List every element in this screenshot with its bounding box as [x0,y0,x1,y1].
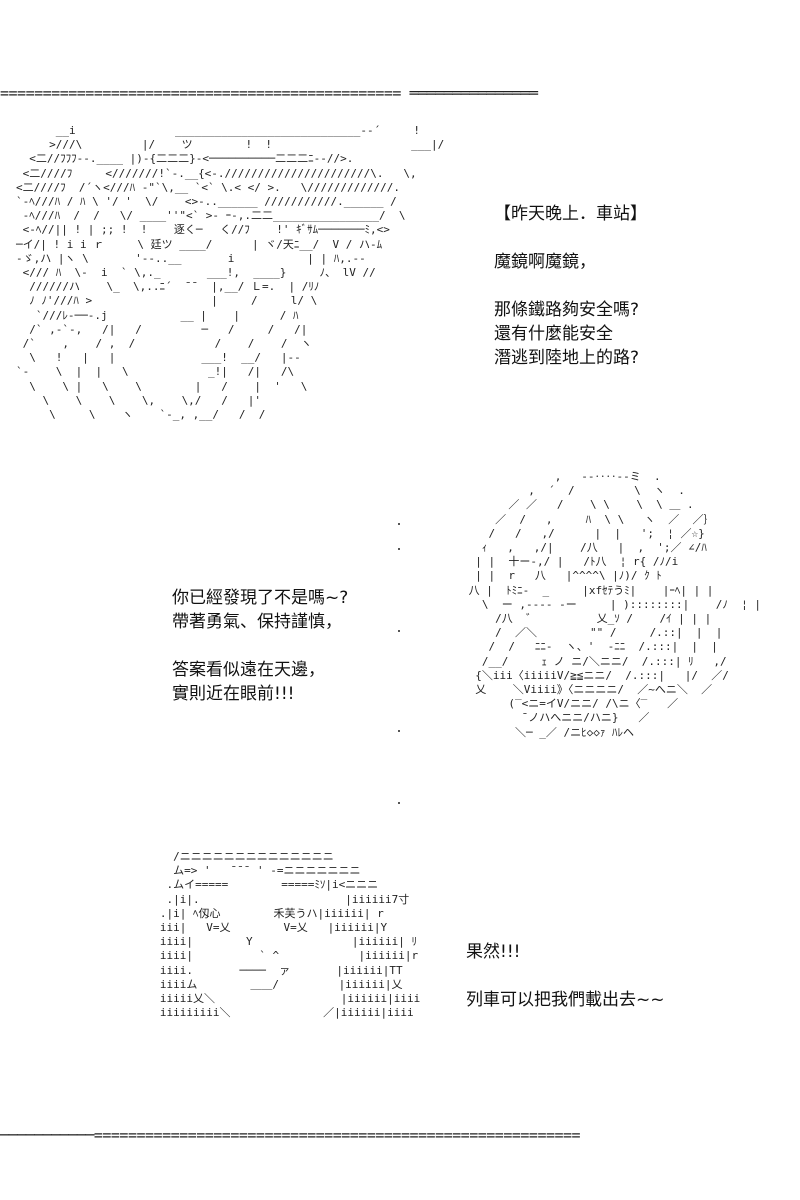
dot-mark [398,802,400,804]
scene-text-block: 【昨天晚上．車站】 魔鏡啊魔鏡， 那條鐵路夠安全嗎? 還有什麼能安全 潛逃到陸地… [494,202,647,370]
mirror-reply-line: 答案看似遠在天邊， [172,660,325,680]
dot-mark [398,548,400,550]
scene-line: 魔鏡啊魔鏡， [494,252,596,272]
mirror-reply-block: 你已經發現了不是嗎~? 帶著勇氣、保持謹慎， 答案看似遠在天邊， 實則近在眼前!… [172,586,348,706]
top-divider: ========================================… [0,84,538,102]
conclusion-block: 果然!!! 列車可以把我們載出去~~ [466,940,665,1012]
scene-line: 還有什麼能安全 [494,324,613,344]
ascii-art-third-character: /ニニニニニニニニニニニニニニ ム=> ' ̄ ̄ ̄ ' -=ニニニニニニニ … [159,850,421,1020]
dot-mark [398,630,400,632]
ascii-art-character-glasses: __i ____________________________-‐´ ! >/… [16,124,445,422]
conclusion-line: 果然!!! [466,942,521,962]
mirror-reply-line: 實則近在眼前!!! [172,684,295,704]
bottom-divider: ───────────=============================… [0,1126,581,1144]
ascii-art-mirror-figure: , ‐-‥‥--ミ . , ´ / \ ヽ . ／ ／ / \ \ \ \ ＿ … [468,470,762,739]
dot-mark [398,523,400,525]
scene-line: 潛逃到陸地上的路? [494,348,640,368]
scene-caption: 【昨天晚上．車站】 [494,204,647,224]
mirror-reply-line: 你已經發現了不是嗎~? [172,588,349,608]
dot-mark [398,730,400,732]
mirror-reply-line: 帶著勇氣、保持謹慎， [172,612,342,632]
scene-line: 那條鐵路夠安全嗎? [494,300,640,320]
conclusion-line: 列車可以把我們載出去~~ [466,990,665,1010]
